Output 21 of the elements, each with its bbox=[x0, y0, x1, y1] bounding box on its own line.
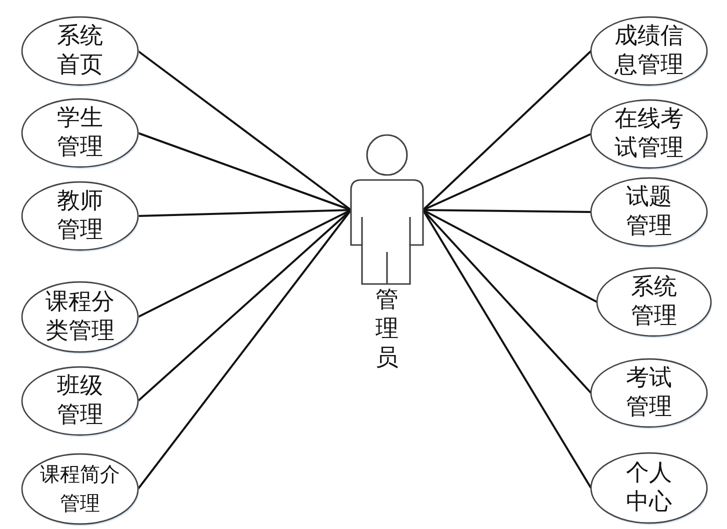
association-line bbox=[137, 50, 352, 211]
association-line bbox=[138, 209, 352, 217]
association-line bbox=[422, 209, 598, 303]
association-line bbox=[422, 50, 592, 211]
use-case-ellipse: 课程分类管理 bbox=[19, 279, 141, 355]
actor-label: 管理员 bbox=[374, 286, 400, 373]
use-case-ellipse: 系统首页 bbox=[19, 14, 141, 88]
use-case-ellipse: 在线考试管理 bbox=[588, 97, 710, 171]
association-line bbox=[138, 132, 352, 211]
use-case-ellipse: 班级管理 bbox=[19, 364, 141, 438]
association-line bbox=[422, 133, 592, 211]
association-line bbox=[422, 209, 592, 213]
use-case-ellipse: 学生管理 bbox=[19, 96, 141, 170]
use-case-ellipse: 成绩信息管理 bbox=[588, 14, 710, 88]
association-line bbox=[138, 209, 352, 318]
use-case-ellipse: 教师管理 bbox=[19, 179, 141, 253]
use-case-ellipse: 试题管理 bbox=[588, 175, 710, 249]
use-case-ellipse: 课程简介管理 bbox=[19, 451, 141, 527]
use-case-ellipse: 考试管理 bbox=[588, 356, 710, 430]
use-case-ellipse: 系统管理 bbox=[594, 265, 714, 339]
use-case-ellipse: 个人中心 bbox=[588, 450, 710, 526]
